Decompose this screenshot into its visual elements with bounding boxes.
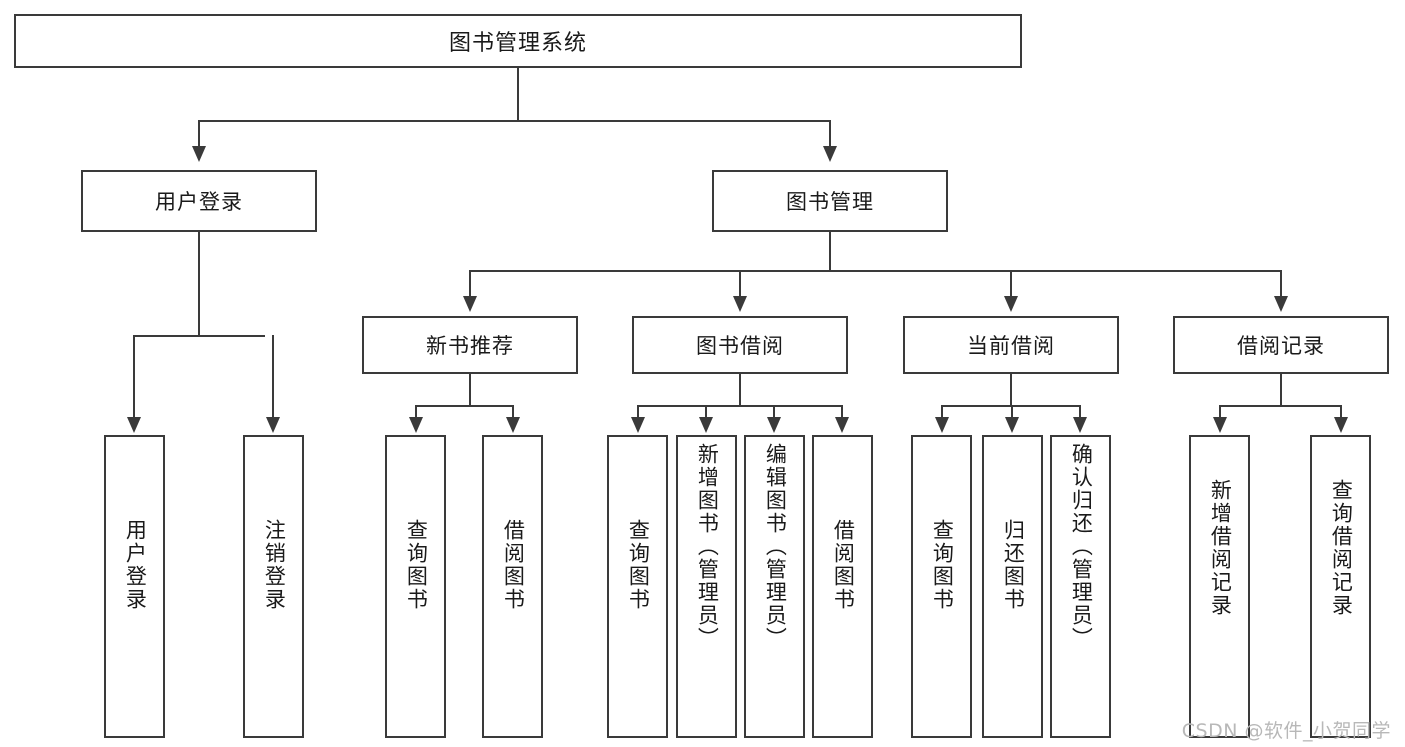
connector-root-stem	[517, 68, 519, 120]
connector-recommend-drop-1	[415, 405, 417, 419]
leaf-label: 借阅图书	[501, 519, 526, 611]
arrowhead-to-borrow-record	[1274, 296, 1288, 312]
connector-root-drop-left	[198, 120, 200, 148]
connector-current-drop-1	[941, 405, 943, 419]
leaf-current-query-book[interactable]: 查询图书	[911, 435, 972, 738]
connector-borrow-drop-2	[705, 405, 707, 419]
leaf-label: 借阅图书	[831, 519, 856, 611]
connector-borrow-drop-3	[773, 405, 775, 419]
leaf-recommend-query-book[interactable]: 查询图书	[385, 435, 446, 738]
arrowhead-leaf-record-query	[1334, 417, 1348, 433]
node-label: 当前借阅	[967, 334, 1055, 358]
node-label: 新书推荐	[426, 334, 514, 358]
leaf-recommend-borrow-book[interactable]: 借阅图书	[482, 435, 543, 738]
node-user-login[interactable]: 用户登录	[81, 170, 317, 232]
arrowhead-to-current-borrow	[1004, 296, 1018, 312]
leaf-borrow-lend-book[interactable]: 借阅图书	[812, 435, 873, 738]
connector-bm-drop-record	[1280, 270, 1282, 298]
arrowhead-leaf-current-confirm	[1073, 417, 1087, 433]
connector-current-drop-2	[1011, 405, 1013, 419]
leaf-logout[interactable]: 注销登录	[243, 435, 304, 738]
node-new-book-recommend[interactable]: 新书推荐	[362, 316, 578, 374]
arrowhead-leaf-recommend-query	[409, 417, 423, 433]
connector-current-stem	[1010, 374, 1012, 405]
arrowhead-to-user-login	[192, 146, 206, 162]
leaf-borrow-add-book-admin[interactable]: 新增图书（管理员）	[676, 435, 737, 738]
leaf-record-query-borrow-record[interactable]: 查询借阅记录	[1310, 435, 1371, 738]
arrowhead-leaf-logout	[266, 417, 280, 433]
arrowhead-leaf-borrow-add	[699, 417, 713, 433]
arrowhead-leaf-borrow-query	[631, 417, 645, 433]
connector-record-stem	[1280, 374, 1282, 405]
leaf-label: 新增图书（管理员）	[695, 443, 720, 650]
node-borrow-record[interactable]: 借阅记录	[1173, 316, 1389, 374]
leaf-label: 用户登录	[123, 519, 148, 611]
connector-bm-drop-current	[1010, 270, 1012, 298]
leaf-label: 查询图书	[626, 519, 651, 611]
leaf-record-add-borrow-record[interactable]: 新增借阅记录	[1189, 435, 1250, 738]
connector-borrow-drop-1	[637, 405, 639, 419]
leaf-user-login[interactable]: 用户登录	[104, 435, 165, 738]
leaf-label: 查询图书	[930, 519, 955, 611]
arrowhead-leaf-borrow-edit	[767, 417, 781, 433]
node-current-borrow[interactable]: 当前借阅	[903, 316, 1119, 374]
connector-root-bus	[198, 120, 831, 122]
arrowhead-leaf-record-add	[1213, 417, 1227, 433]
connector-borrow-bus	[637, 405, 843, 407]
connector-user-login-drop-2	[272, 335, 274, 419]
leaf-label: 确认归还（管理员）	[1069, 443, 1094, 650]
connector-user-login-drop-1	[133, 335, 135, 419]
leaf-label: 归还图书	[1001, 519, 1026, 611]
leaf-borrow-query-book[interactable]: 查询图书	[607, 435, 668, 738]
arrowhead-leaf-recommend-borrow	[506, 417, 520, 433]
node-book-borrow[interactable]: 图书借阅	[632, 316, 848, 374]
connector-recommend-stem	[469, 374, 471, 405]
arrowhead-leaf-borrow-lend	[835, 417, 849, 433]
node-label: 图书借阅	[696, 334, 784, 358]
node-root-library-system[interactable]: 图书管理系统	[14, 14, 1022, 68]
connector-bm-drop-new-books	[469, 270, 471, 298]
connector-book-management-stem	[829, 232, 831, 270]
node-label: 用户登录	[155, 190, 243, 214]
connector-recommend-drop-2	[512, 405, 514, 419]
connector-recommend-bus	[415, 405, 513, 407]
arrowhead-to-new-book-recommend	[463, 296, 477, 312]
leaf-current-confirm-return-admin[interactable]: 确认归还（管理员）	[1050, 435, 1111, 738]
connector-bm-drop-borrow	[739, 270, 741, 298]
connector-record-drop-1	[1219, 405, 1221, 419]
connector-current-drop-3	[1079, 405, 1081, 419]
node-book-management[interactable]: 图书管理	[712, 170, 948, 232]
arrowhead-leaf-current-query	[935, 417, 949, 433]
arrowhead-to-book-management	[823, 146, 837, 162]
leaf-current-return-book[interactable]: 归还图书	[982, 435, 1043, 738]
arrowhead-to-book-borrow	[733, 296, 747, 312]
connector-record-drop-2	[1340, 405, 1342, 419]
node-label: 图书管理系统	[448, 31, 587, 56]
node-label: 图书管理	[786, 190, 874, 214]
leaf-label: 新增借阅记录	[1208, 479, 1233, 617]
connector-borrow-drop-4	[841, 405, 843, 419]
connector-user-login-bus	[133, 335, 265, 337]
leaf-label: 编辑图书（管理员）	[763, 443, 788, 650]
connector-record-bus	[1219, 405, 1341, 407]
connector-borrow-stem	[739, 374, 741, 405]
leaf-label: 查询图书	[404, 519, 429, 611]
arrowhead-leaf-current-return	[1005, 417, 1019, 433]
arrowhead-leaf-user-login	[127, 417, 141, 433]
leaf-label: 注销登录	[262, 519, 287, 611]
node-label: 借阅记录	[1237, 334, 1325, 358]
connector-book-management-bus	[469, 270, 1281, 272]
leaf-borrow-edit-book-admin[interactable]: 编辑图书（管理员）	[744, 435, 805, 738]
connector-root-drop-right	[829, 120, 831, 148]
leaf-label: 查询借阅记录	[1329, 479, 1354, 617]
connector-user-login-stem	[198, 232, 200, 335]
